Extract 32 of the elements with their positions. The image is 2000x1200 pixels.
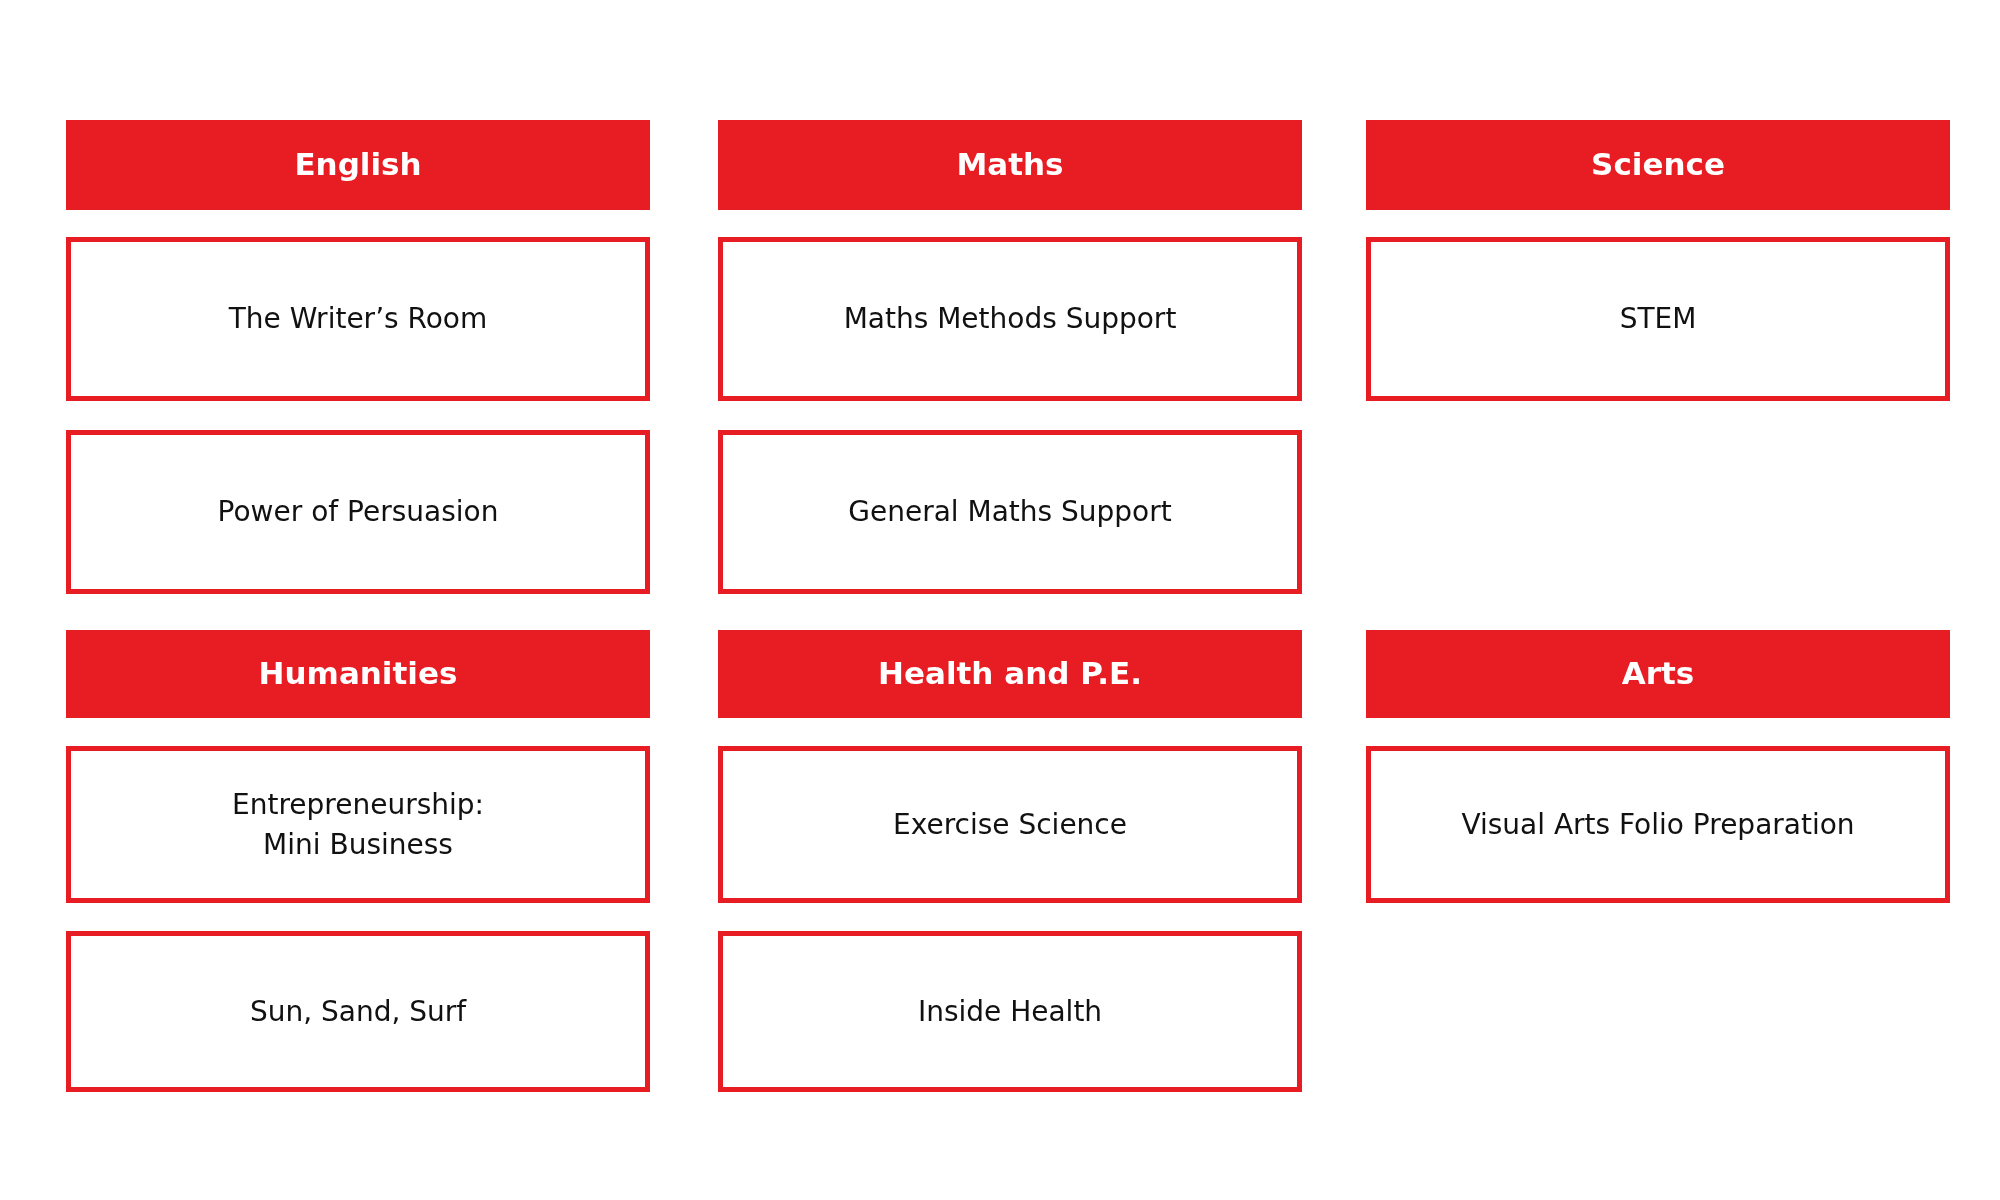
course-box bbox=[718, 237, 1302, 401]
subject-header bbox=[66, 630, 650, 718]
course-box bbox=[66, 746, 650, 903]
course-name: Visual Arts Folio Preparation bbox=[1461, 806, 1855, 843]
subject-header bbox=[1366, 630, 1950, 718]
subject-header bbox=[718, 120, 1302, 210]
subject-title: Arts bbox=[1621, 654, 1695, 694]
course-name: Inside Health bbox=[917, 993, 1103, 1030]
subject-title: Humanities bbox=[258, 654, 458, 694]
course-name: Power of Persuasion bbox=[217, 494, 499, 531]
course-box bbox=[66, 931, 650, 1092]
subject-title: Maths bbox=[956, 145, 1064, 185]
course-box bbox=[66, 237, 650, 401]
course-name: Maths Methods Support bbox=[843, 301, 1177, 338]
subject-title: Science bbox=[1591, 145, 1725, 185]
course-name: The Writer’s Room bbox=[228, 301, 488, 338]
subject-header bbox=[66, 120, 650, 210]
course-name: Sun, Sand, Surf bbox=[249, 993, 467, 1030]
course-name: Exercise Science bbox=[893, 806, 1127, 843]
course-name: General Maths Support bbox=[848, 494, 1172, 531]
course-name: Entrepreneurship: Mini Business bbox=[231, 787, 485, 863]
subject-header bbox=[1366, 120, 1950, 210]
course-box bbox=[1366, 746, 1950, 903]
subject-header bbox=[718, 630, 1302, 718]
course-box bbox=[1366, 237, 1950, 401]
course-box bbox=[66, 430, 650, 594]
course-box bbox=[718, 931, 1302, 1092]
subject-title: Health and P.E. bbox=[878, 654, 1142, 694]
course-box bbox=[718, 430, 1302, 594]
course-box bbox=[718, 746, 1302, 903]
course-name: STEM bbox=[1619, 301, 1697, 338]
subject-title: English bbox=[294, 145, 422, 185]
